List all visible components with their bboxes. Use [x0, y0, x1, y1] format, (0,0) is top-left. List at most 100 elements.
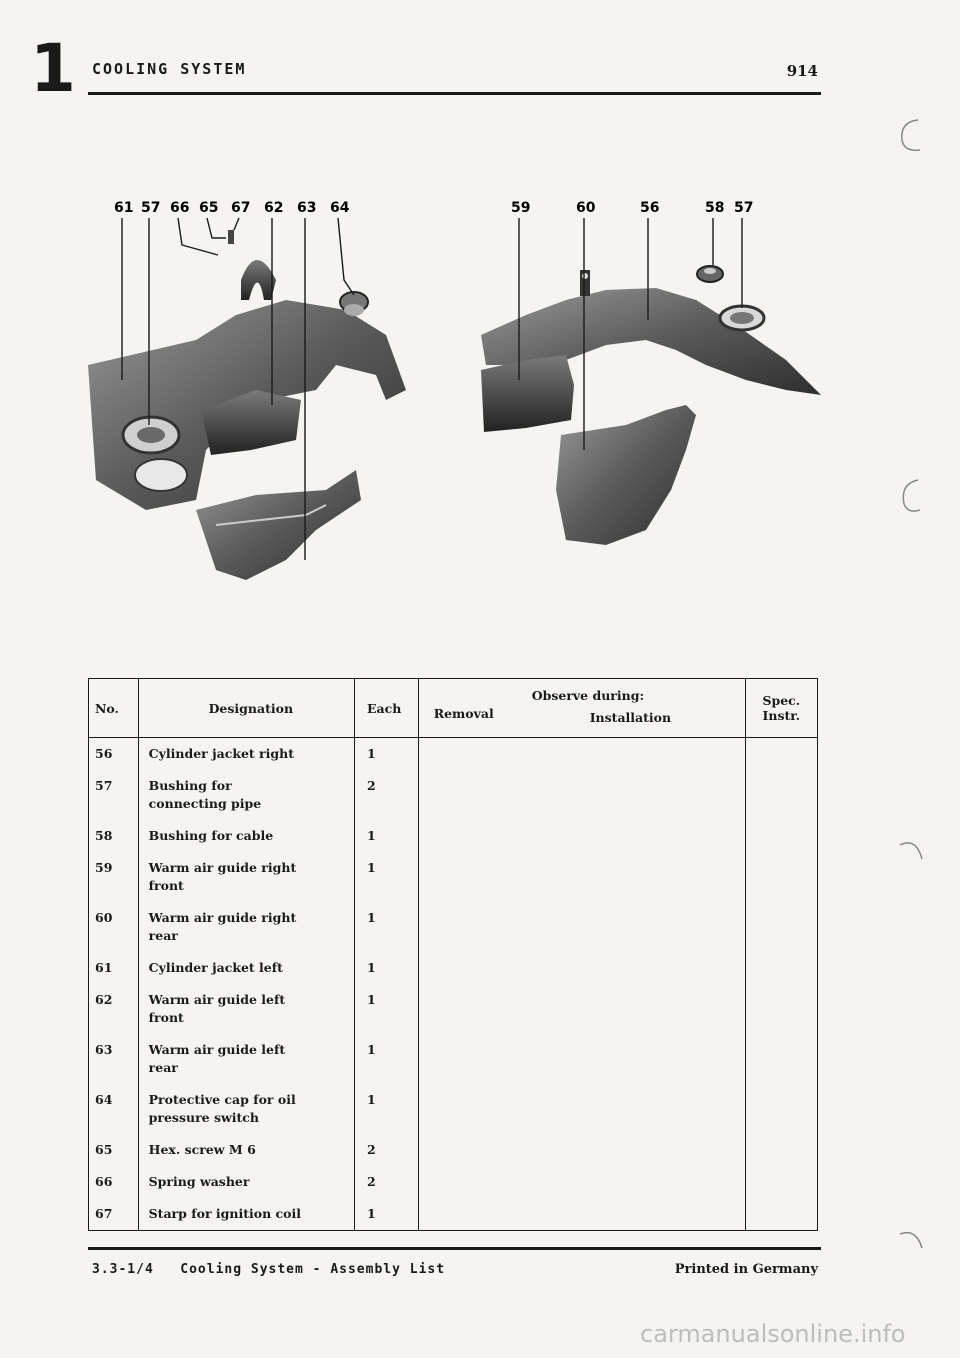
table-row: 56 Cylinder jacket right 1 [88, 737, 819, 770]
table-row: 61 Cylinder jacket left 1 [88, 952, 819, 984]
row-designation: Starp for ignition coil [137, 1198, 356, 1231]
row-each: 1 [354, 1084, 419, 1134]
row-designation-text: Warm air guide left front [148, 992, 286, 1025]
row-observe [417, 852, 746, 902]
punch-hole-mark [899, 1231, 923, 1249]
row-no: 66 [88, 1166, 139, 1198]
row-observe [417, 770, 746, 820]
row-designation-text: Warm air guide left rear [148, 1042, 286, 1075]
row-each: 1 [354, 1198, 419, 1231]
row-no: 64 [88, 1084, 139, 1134]
row-spec [744, 1034, 819, 1084]
header-spec-line1: Spec. [762, 693, 801, 708]
exploded-view-illustration: 61 57 66 65 67 62 63 64 59 60 56 58 57 [86, 150, 826, 670]
punch-hole-mark [901, 119, 921, 152]
table-row: 64 Protective cap for oil pressure switc… [88, 1084, 819, 1134]
header-observe: Observe during: Removal Installation [417, 678, 746, 738]
row-spec [744, 820, 819, 852]
header-installation: Installation [589, 710, 672, 725]
row-designation: Bushing for cable [137, 820, 356, 852]
bushing-for-cable [696, 265, 724, 283]
row-designation: Warm air guide right front [137, 852, 356, 902]
row-no: 67 [88, 1198, 139, 1231]
callout-label: 62 [264, 200, 283, 216]
row-no: 60 [88, 902, 139, 952]
callout-label: 66 [170, 200, 189, 216]
callout-label: 56 [640, 200, 659, 216]
warm-air-guide-left-front [201, 390, 301, 455]
row-observe [417, 952, 746, 984]
row-designation-text: Warm air guide right front [148, 860, 297, 893]
row-no: 56 [88, 737, 139, 770]
header-spec: Spec. Instr. [744, 678, 819, 738]
callout-label: 63 [297, 200, 316, 216]
callout-label: 65 [199, 200, 218, 216]
table-row: 59 Warm air guide right front 1 [88, 852, 819, 902]
warm-air-guide-left-rear [196, 470, 361, 580]
row-each: 1 [354, 737, 419, 770]
row-no: 58 [88, 820, 139, 852]
row-no: 61 [88, 952, 139, 984]
row-designation-text: Warm air guide right rear [148, 910, 297, 943]
row-designation: Warm air guide left front [137, 984, 356, 1034]
row-each: 1 [354, 902, 419, 952]
row-spec [744, 852, 819, 902]
callout-label: 59 [511, 200, 530, 216]
row-each: 2 [354, 770, 419, 820]
model-number: 914 [786, 62, 818, 80]
parts-table: No. Designation Each Observe during: Rem… [88, 678, 819, 1231]
table-row: 58 Bushing for cable 1 [88, 820, 819, 852]
row-designation-text: Protective cap for oil pressure switch [148, 1092, 296, 1125]
row-each: 1 [354, 852, 419, 902]
row-spec [744, 770, 819, 820]
row-observe [417, 1166, 746, 1198]
callout-label: 57 [141, 200, 160, 216]
row-each: 1 [354, 820, 419, 852]
callout-label: 67 [231, 200, 250, 216]
row-each: 1 [354, 1034, 419, 1084]
row-designation: Bushing for connecting pipe [137, 770, 356, 820]
punch-hole-mark [899, 842, 923, 860]
row-each: 2 [354, 1166, 419, 1198]
header-rule [88, 92, 821, 95]
row-spec [744, 1198, 819, 1231]
callout-label: 60 [576, 200, 596, 216]
header-observe-during: Observe during: [531, 688, 645, 703]
row-no: 57 [88, 770, 139, 820]
row-spec [744, 737, 819, 770]
header-spec-line2: Instr. [762, 708, 801, 723]
protective-cap [339, 291, 369, 316]
callouts-left: 61 57 66 65 67 62 63 64 [114, 200, 350, 216]
table-row: 63 Warm air guide left rear 1 [88, 1034, 819, 1084]
footer-reference: 3.3-1/4 Cooling System - Assembly List [92, 1262, 446, 1277]
row-no: 62 [88, 984, 139, 1034]
table-row: 65 Hex. screw M 6 2 [88, 1134, 819, 1166]
header-no: No. [88, 678, 139, 738]
warm-air-guide-right-front [481, 355, 574, 432]
table-header-row: No. Designation Each Observe during: Rem… [88, 678, 819, 738]
row-observe [417, 1134, 746, 1166]
table-row: 66 Spring washer 2 [88, 1166, 819, 1198]
row-observe [417, 1084, 746, 1134]
section-number: 1 [30, 30, 76, 107]
exploded-view-drawing: 61 57 66 65 67 62 63 64 59 60 56 58 57 [88, 200, 821, 580]
row-designation: Spring washer [137, 1166, 356, 1198]
footer-printed: Printed in Germany [674, 1262, 818, 1277]
table-row: 67 Starp for ignition coil 1 [88, 1198, 819, 1231]
callout-lines-left [121, 217, 355, 560]
row-designation: Cylinder jacket right [137, 737, 356, 770]
table-row: 57 Bushing for connecting pipe 2 [88, 770, 819, 820]
callouts-right: 59 60 56 58 57 [511, 200, 753, 216]
warm-air-guide-right-rear [556, 405, 696, 545]
row-no: 59 [88, 852, 139, 902]
header-each: Each [354, 678, 419, 738]
callout-lines-right [518, 218, 743, 450]
row-designation: Hex. screw M 6 [137, 1134, 356, 1166]
row-observe [417, 902, 746, 952]
bushing-for-connecting-pipe [718, 304, 766, 332]
ignition-coil-strap [228, 230, 276, 300]
callout-label: 57 [734, 200, 753, 216]
row-observe [417, 737, 746, 770]
row-spec [744, 1166, 819, 1198]
callout-label: 64 [330, 200, 350, 216]
